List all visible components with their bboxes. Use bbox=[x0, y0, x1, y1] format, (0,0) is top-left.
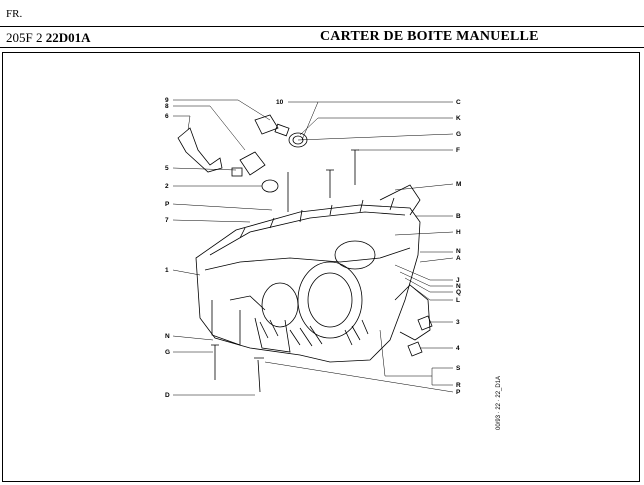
diagram-frame bbox=[2, 52, 640, 482]
callout-J: J bbox=[456, 277, 460, 284]
callout-R: R bbox=[456, 382, 461, 389]
callout-labels-right: C K G F M B H N A J N Q L 3 4 S R P bbox=[456, 99, 461, 396]
callout-S: S bbox=[456, 365, 461, 372]
document-code-prefix: 205F 2 bbox=[6, 30, 43, 45]
document-code: 205F 2 22D01A bbox=[6, 30, 91, 46]
callout-10: 10 bbox=[276, 99, 284, 106]
callout-P-right: P bbox=[456, 389, 461, 396]
callout-1: 1 bbox=[165, 267, 169, 274]
callout-P-left: P bbox=[165, 201, 170, 208]
document-code-main: 22D01A bbox=[45, 30, 91, 45]
callout-N-right: N bbox=[456, 248, 461, 255]
callout-N-right-2: N bbox=[456, 283, 461, 290]
callout-K: K bbox=[456, 115, 461, 122]
callout-5: 5 bbox=[165, 165, 169, 172]
callout-G-right: G bbox=[456, 131, 461, 138]
header-divider-bottom bbox=[0, 47, 644, 48]
callout-6: 6 bbox=[165, 113, 169, 120]
leader-lines bbox=[172, 99, 454, 396]
callout-F: F bbox=[456, 147, 460, 154]
callout-D: D bbox=[165, 392, 170, 399]
callout-8: 8 bbox=[165, 103, 169, 110]
gearbox-housing-drawing bbox=[195, 184, 431, 363]
callout-Q: Q bbox=[456, 289, 461, 296]
page-title: CARTER DE BOITE MANUELLE bbox=[320, 29, 539, 44]
callout-N-left: N bbox=[165, 333, 170, 340]
callout-4: 4 bbox=[456, 345, 460, 352]
callout-7: 7 bbox=[165, 217, 169, 224]
callout-labels-left: 9 8 6 5 2 P 7 1 N G D bbox=[165, 97, 170, 399]
header-divider-top bbox=[0, 26, 644, 27]
callout-labels-top: 10 bbox=[276, 99, 284, 106]
callout-2: 2 bbox=[165, 183, 169, 190]
callout-9: 9 bbox=[165, 97, 169, 104]
callout-A: A bbox=[456, 255, 461, 262]
drawing-reference: 00/93 · 22 · 22_D1A bbox=[496, 376, 502, 430]
callout-G-left: G bbox=[165, 349, 170, 356]
callout-M: M bbox=[456, 181, 461, 188]
callout-C: C bbox=[456, 99, 461, 106]
language-code: FR. bbox=[6, 8, 23, 20]
callout-B: B bbox=[456, 213, 461, 220]
callout-L: L bbox=[456, 297, 460, 304]
callout-H: H bbox=[456, 229, 461, 236]
callout-3: 3 bbox=[456, 319, 460, 326]
